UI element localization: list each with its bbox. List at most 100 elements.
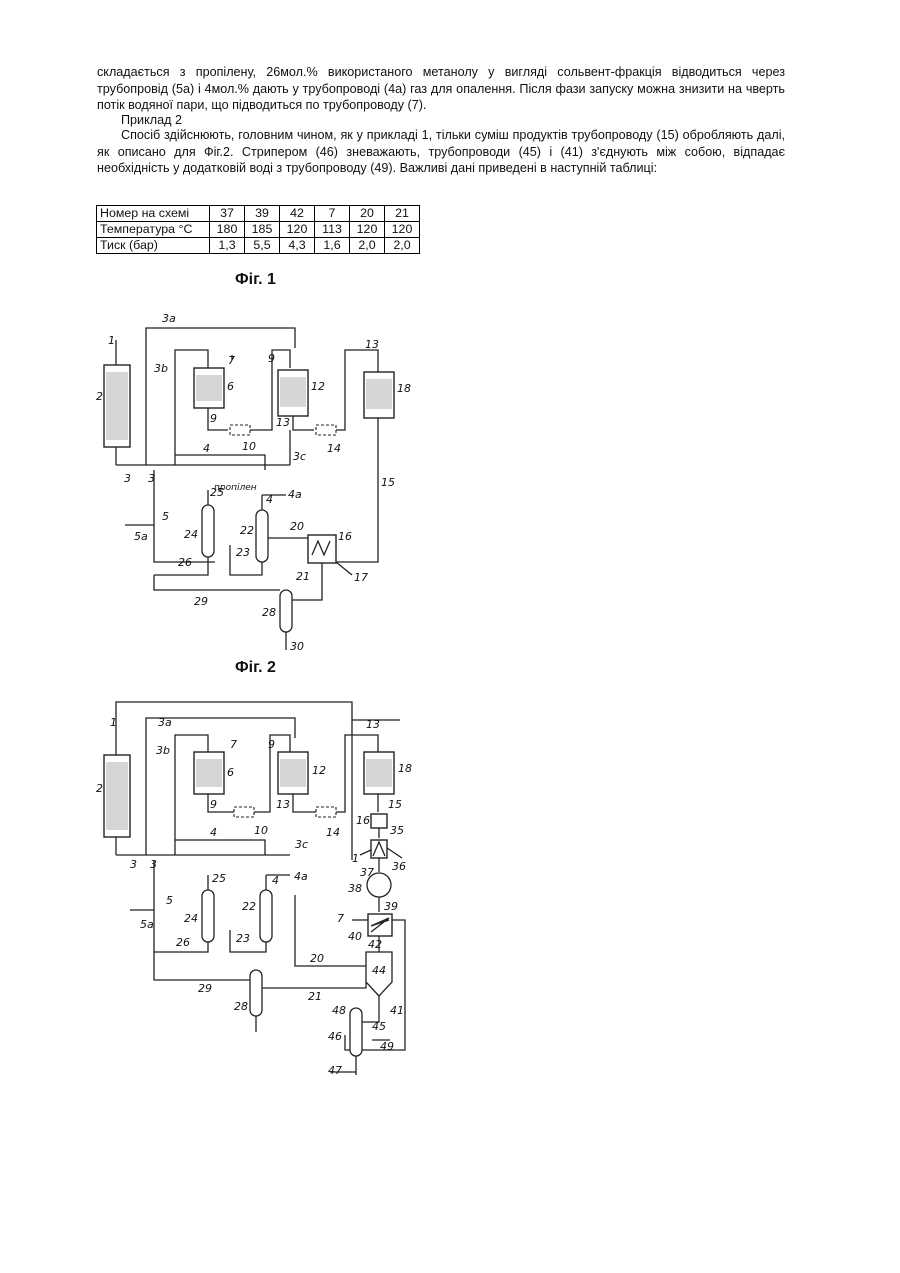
paragraph-example-2: Спосіб здійснюють, головним чином, як у … <box>97 127 785 177</box>
figure-1-process-diagram: 1 2 3a 3b 3c 3 3 4 4a 4 5 5a 6 7 9 9 10 … <box>90 300 420 655</box>
table-cell: 4,3 <box>280 238 315 254</box>
table-cell: 39 <box>245 206 280 222</box>
label-3: 3 <box>130 858 137 871</box>
table-cell: 42 <box>280 206 315 222</box>
example-heading: Приклад 2 <box>121 113 182 127</box>
label-48: 48 <box>332 1004 346 1017</box>
figure-1-caption: Фіг. 1 <box>235 271 276 289</box>
label-24: 24 <box>184 528 198 541</box>
row-header: Номер на схемі <box>97 206 210 222</box>
table-cell: 1,6 <box>315 238 350 254</box>
label-4: 4 <box>203 442 210 455</box>
label-3-second: 3 <box>148 472 155 485</box>
table-cell: 37 <box>210 206 245 222</box>
label-16: 16 <box>338 530 352 543</box>
label-12: 12 <box>312 764 326 777</box>
label-39: 39 <box>384 900 398 913</box>
label-44: 44 <box>372 964 386 977</box>
label-26: 26 <box>178 556 192 569</box>
label-7: 7 <box>228 354 235 367</box>
label-4: 4 <box>210 826 217 839</box>
label-15: 15 <box>388 798 402 811</box>
label-29: 29 <box>198 982 212 995</box>
column-22 <box>260 890 272 942</box>
parameters-table: Номер на схемі 37 39 42 7 20 21 Температ… <box>96 205 420 254</box>
label-25: 25 <box>212 872 226 885</box>
label-7: 7 <box>230 738 237 751</box>
label-37: 37 <box>360 866 374 879</box>
label-23: 23 <box>236 932 250 945</box>
table-row: Тиск (бар) 1,3 5,5 4,3 1,6 2,0 2,0 <box>97 238 420 254</box>
label-28: 28 <box>234 1000 248 1013</box>
table-cell: 21 <box>385 206 420 222</box>
label-46: 46 <box>328 1030 342 1043</box>
label-1: 1 <box>110 716 117 729</box>
table-cell: 120 <box>350 222 385 238</box>
label-22: 22 <box>242 900 256 913</box>
label-21: 21 <box>296 570 310 583</box>
label-13: 13 <box>366 718 380 731</box>
label-5a: 5a <box>134 530 148 543</box>
label-13: 13 <box>365 338 379 351</box>
label-4-second: 4 <box>272 874 279 887</box>
label-13-second: 13 <box>276 798 290 811</box>
table-cell: 2,0 <box>385 238 420 254</box>
label-22: 22 <box>240 524 254 537</box>
figure-2-caption: Фіг. 2 <box>235 659 276 677</box>
label-14: 14 <box>327 442 341 455</box>
label-2: 2 <box>96 782 103 795</box>
label-26: 26 <box>176 936 190 949</box>
label-42: 42 <box>368 938 382 951</box>
label-9: 9 <box>268 352 275 365</box>
table-row: Температура °С 180 185 120 113 120 120 <box>97 222 420 238</box>
label-3: 3 <box>124 472 131 485</box>
label-35: 35 <box>390 824 404 837</box>
label-21: 21 <box>308 990 322 1003</box>
label-49: 49 <box>380 1040 394 1053</box>
label-3b: 3b <box>154 362 168 375</box>
label-5: 5 <box>166 894 173 907</box>
label-36: 36 <box>392 860 406 873</box>
label-28: 28 <box>262 606 276 619</box>
table-cell: 2,0 <box>350 238 385 254</box>
label-20: 20 <box>290 520 304 533</box>
table-cell: 20 <box>350 206 385 222</box>
label-6: 6 <box>227 380 234 393</box>
label-3a: 3a <box>162 312 176 325</box>
label-9-second: 9 <box>210 412 217 425</box>
label-15: 15 <box>381 476 395 489</box>
table-cell: 7 <box>315 206 350 222</box>
label-24: 24 <box>184 912 198 925</box>
stripper-46 <box>350 1008 362 1056</box>
label-1-second: 1 <box>352 852 359 865</box>
label-4a: 4a <box>288 488 302 501</box>
handwritten-note: пропілен <box>214 483 257 493</box>
column-28 <box>280 590 292 632</box>
row-header: Температура °С <box>97 222 210 238</box>
label-12: 12 <box>311 380 325 393</box>
table-cell: 113 <box>315 222 350 238</box>
label-9: 9 <box>268 738 275 751</box>
label-4-second: 4 <box>266 493 273 506</box>
label-3a: 3a <box>158 716 172 729</box>
label-45: 45 <box>372 1020 386 1033</box>
column-22 <box>256 510 268 562</box>
label-5: 5 <box>162 510 169 523</box>
label-4a: 4a <box>294 870 308 883</box>
label-18: 18 <box>398 762 412 775</box>
label-17: 17 <box>354 571 368 584</box>
label-38: 38 <box>348 882 362 895</box>
label-13-second: 13 <box>276 416 290 429</box>
label-23: 23 <box>236 546 250 559</box>
table-cell: 1,3 <box>210 238 245 254</box>
label-16: 16 <box>356 814 370 827</box>
label-10: 10 <box>254 824 268 837</box>
label-20: 20 <box>310 952 324 965</box>
table-cell: 185 <box>245 222 280 238</box>
label-3-second: 3 <box>150 858 157 871</box>
cooler-16 <box>371 814 387 828</box>
column-24 <box>202 505 214 557</box>
label-10: 10 <box>242 440 256 453</box>
label-5a: 5a <box>140 918 154 931</box>
label-6: 6 <box>227 766 234 779</box>
